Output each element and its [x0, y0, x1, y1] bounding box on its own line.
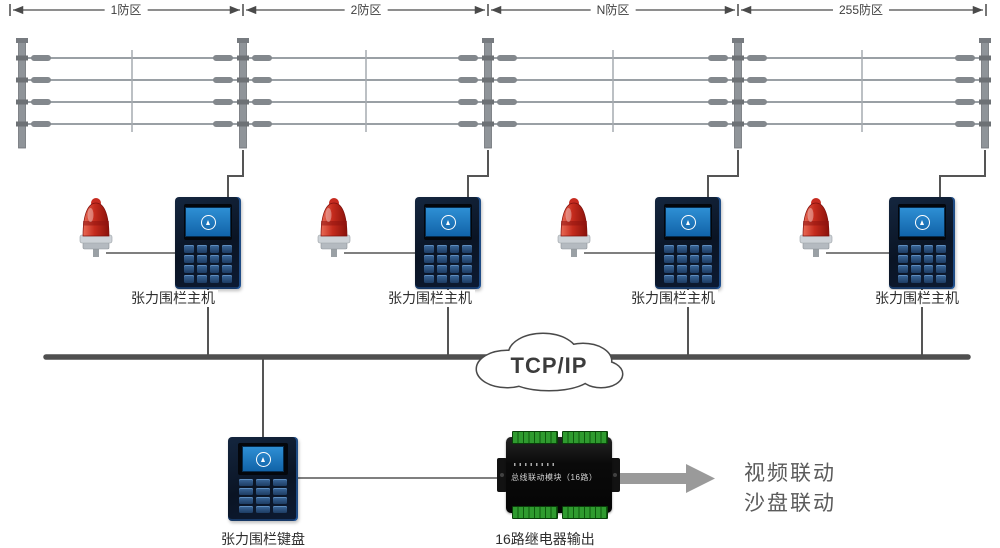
controller-label-1: 张力围栏主机	[128, 290, 218, 307]
controller-label-4: 张力围栏主机	[872, 290, 962, 307]
alarm-beacon-3	[557, 197, 591, 258]
keyboard-screen	[238, 443, 288, 475]
relay-label: 16路继电器输出	[495, 531, 595, 547]
brand-logo-icon	[200, 214, 216, 230]
relay-module	[506, 437, 612, 513]
controller-screen	[424, 204, 472, 240]
relay-terminal-block	[562, 506, 608, 519]
zone-label-255: 255防区	[832, 3, 890, 17]
controller-keypad	[898, 245, 946, 283]
relay-terminal-block	[512, 506, 558, 519]
brand-logo-icon	[914, 214, 930, 230]
zone-label-1: 1防区	[104, 3, 148, 17]
fence-controller-3	[655, 197, 721, 289]
bus-drop-lines	[207, 288, 923, 356]
tension-fence	[16, 38, 991, 149]
alarm-beacon-1	[79, 197, 113, 258]
controller-screen	[664, 204, 712, 240]
brand-logo-icon	[255, 451, 271, 467]
fence-posts	[16, 38, 991, 149]
wire-tensioners	[497, 55, 728, 127]
tcpip-label: TCP/IP	[510, 353, 588, 378]
fence-controller-1	[175, 197, 241, 289]
alarm-beacon-4	[799, 197, 833, 258]
fence-controller-4	[889, 197, 955, 289]
relay-mount-ear-left	[497, 458, 507, 492]
linkage-text-sandtable: 沙盘联动	[744, 492, 836, 515]
controller-screen	[898, 204, 946, 240]
brand-logo-icon	[440, 214, 456, 230]
relay-pin-marks	[514, 463, 556, 466]
controller-label-2: 张力围栏主机	[385, 290, 475, 307]
relay-mount-ear-right	[610, 458, 620, 492]
fence-controller-2	[415, 197, 481, 289]
relay-terminal-block	[562, 431, 608, 444]
alarm-beacon-2	[317, 197, 351, 258]
controller-keypad	[184, 245, 232, 283]
network-cloud-icon	[475, 332, 624, 392]
controller-keypad	[664, 245, 712, 283]
fence-droppers	[131, 50, 863, 132]
controller-screen	[184, 204, 232, 240]
fence-keyboard-device	[228, 437, 298, 521]
controller-label-3: 张力围栏主机	[628, 290, 718, 307]
brand-logo-icon	[680, 214, 696, 230]
zone-label-n: N防区	[590, 3, 636, 17]
connection-lines	[106, 150, 986, 479]
relay-terminal-block	[512, 431, 558, 444]
keyboard-label: 张力围栏键盘	[221, 531, 305, 547]
wire-tensioners	[747, 55, 975, 127]
relay-device-text: 总线联动模块（16路）	[511, 473, 598, 482]
keyboard-keypad	[239, 479, 287, 513]
zone-label-2: 2防区	[344, 3, 388, 17]
wire-tensioners	[31, 55, 233, 127]
linkage-arrow-icon	[620, 464, 715, 493]
controller-keypad	[424, 245, 472, 283]
wire-tensioners	[252, 55, 478, 127]
linkage-text-video: 视频联动	[744, 462, 836, 485]
